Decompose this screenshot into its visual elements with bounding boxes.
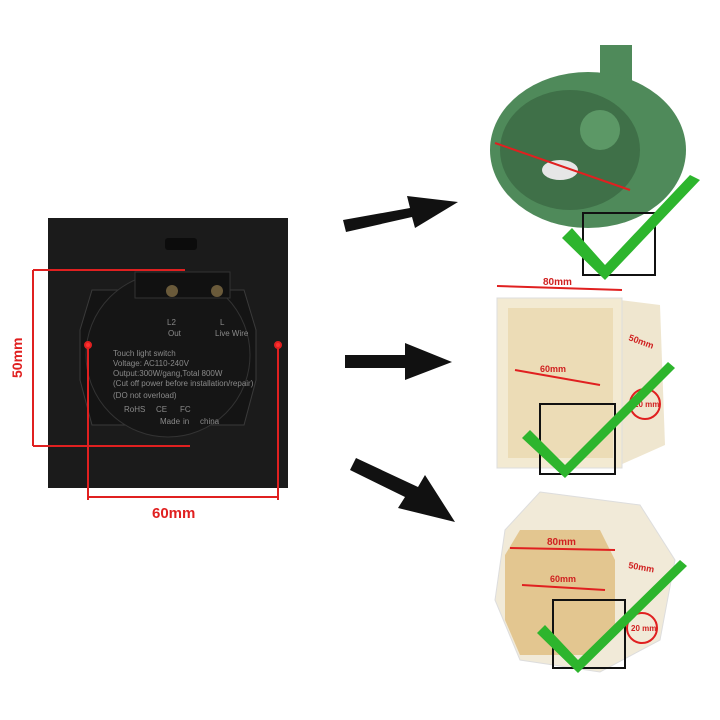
spec-line: Touch light switch <box>113 349 176 358</box>
terminal-l2-sub: Out <box>168 329 182 338</box>
arrow-icon <box>343 196 458 522</box>
height-dimension <box>32 269 190 447</box>
ce-mark: CE <box>156 405 167 414</box>
spec-line: Voltage: AC110-240V <box>113 359 190 368</box>
rohs-mark: RoHS <box>124 405 145 414</box>
box3-inner-label: 60mm <box>550 574 576 584</box>
terminal-l-sub: Live Wire <box>215 329 249 338</box>
spec-line: (Cut off power before installation/repai… <box>113 379 254 388</box>
spec-line: Output:300W/gang,Total 800W <box>113 369 223 378</box>
check-icon <box>522 362 675 478</box>
octagon-junction-box: 80mm 60mm 50mm 20 mm <box>494 491 687 673</box>
check-icon <box>537 560 687 673</box>
height-label: 50mm <box>9 338 25 378</box>
terminal-l: L <box>220 318 225 327</box>
box2-inner-label: 60mm <box>540 364 566 374</box>
check-icon <box>562 175 700 280</box>
in-text: in <box>183 417 189 426</box>
fc-mark: FC <box>180 405 191 414</box>
box3-depth-label: 50mm <box>628 560 655 574</box>
made-text: Made <box>160 417 181 426</box>
switch-back-panel: L2 Out L Live Wire Touch light switch Vo… <box>48 218 288 488</box>
square-junction-box: 80mm 60mm 50mm 20 mm <box>496 277 675 478</box>
round-junction-box <box>490 45 700 280</box>
box2-badge: 20 mm <box>634 400 659 409</box>
box2-width-label: 80mm <box>543 277 572 288</box>
terminal-l2: L2 <box>167 318 176 327</box>
box3-badge: 20 mm <box>631 624 656 633</box>
width-dimension <box>84 341 282 500</box>
spec-line: (DO not overload) <box>113 391 177 400</box>
width-label: 60mm <box>152 505 195 522</box>
china-text: china <box>200 417 220 426</box>
box3-width-label: 80mm <box>547 537 576 548</box>
